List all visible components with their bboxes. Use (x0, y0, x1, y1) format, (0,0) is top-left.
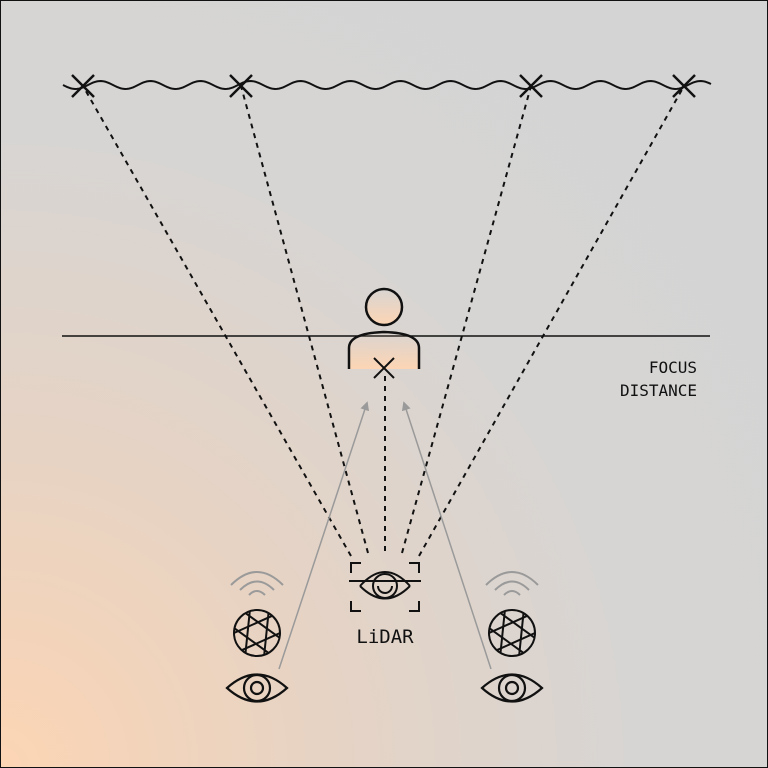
lidar-ray (418, 85, 685, 557)
person-icon (347, 287, 421, 369)
subject-point-x-icon (373, 357, 395, 379)
right-camera (480, 571, 544, 703)
wireless-signal-icon (230, 571, 284, 596)
eye-icon (480, 673, 544, 703)
lidar-rays (82, 85, 685, 557)
lidar-ray (240, 85, 369, 554)
lidar-label: LiDAR (356, 626, 414, 648)
focus-label-line2: DISTANCE (620, 381, 697, 400)
lidar-ray (82, 85, 352, 557)
left-camera-arrow (278, 401, 370, 670)
background-wave-line (62, 79, 712, 91)
lidar-sensor-icon (349, 562, 421, 612)
lidar-ray (401, 85, 532, 554)
eye-icon (225, 673, 289, 703)
background-point-x-icon (672, 74, 696, 98)
left-camera (225, 571, 289, 703)
focus-label-line1: FOCUS (649, 358, 697, 377)
camera-aperture-icon (233, 609, 281, 657)
camera-aperture-icon (488, 609, 536, 657)
right-camera-arrow (401, 401, 492, 670)
wireless-signal-icon (485, 571, 539, 596)
